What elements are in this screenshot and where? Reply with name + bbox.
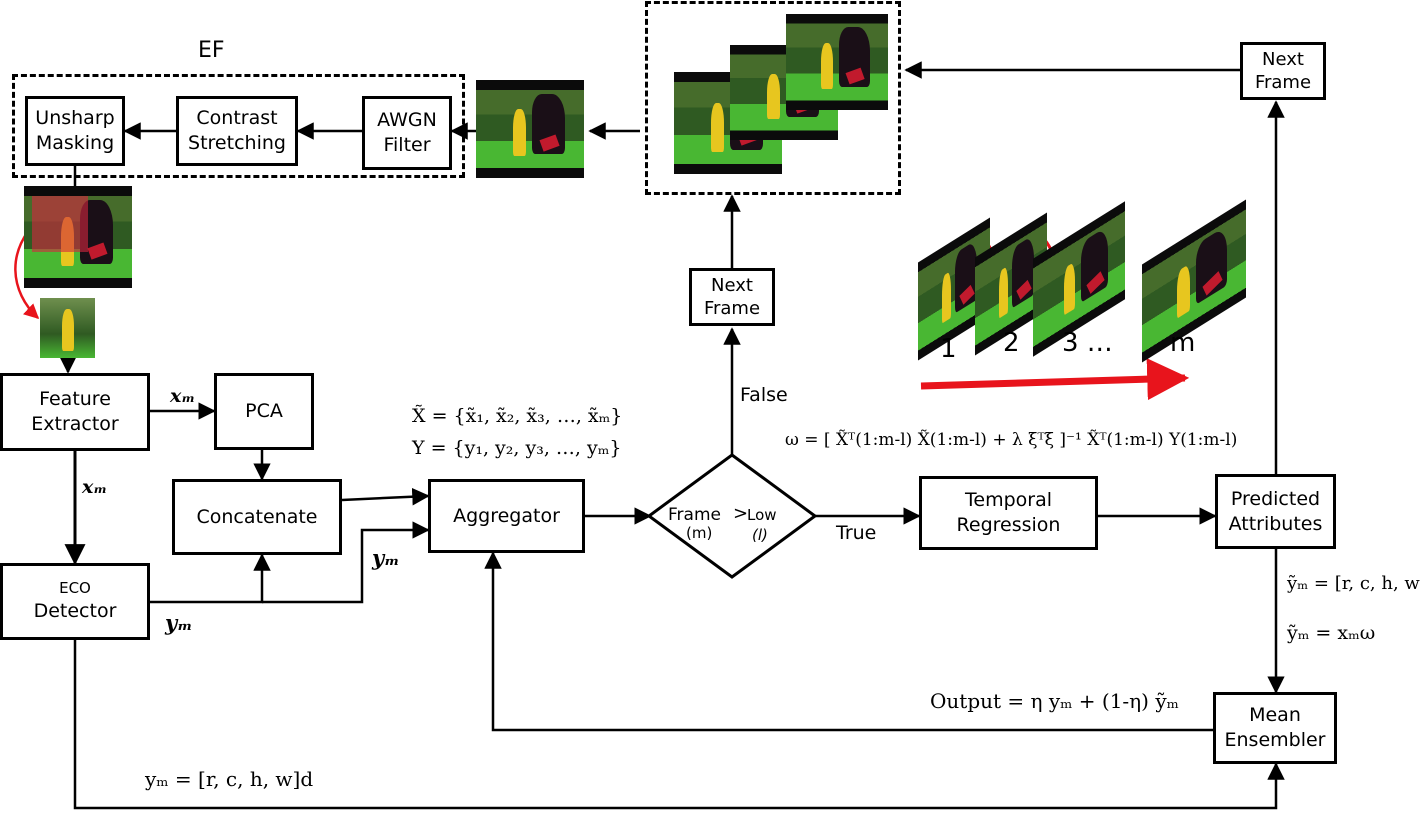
decision-frame-label: Frame [668, 505, 721, 525]
pca-box: PCA [214, 373, 314, 450]
decision-l-label: (l) [752, 526, 768, 544]
true-label: True [836, 522, 877, 544]
concatenate-box: Concatenate [172, 479, 342, 555]
false-label: False [740, 384, 788, 406]
x-set-equation: X̃ = {x̃₁, x̃₂, x̃₃, …, x̃ₘ} [412, 405, 623, 427]
arrow-eco-to-ensembler [73, 640, 1285, 810]
ef-label: EF [198, 38, 225, 63]
arrow-eco-to-concat [150, 553, 271, 604]
ym-detector-equation: yₘ = [r, c, h, w]d [145, 767, 314, 791]
ef-dashed-region [12, 74, 465, 178]
aggregator-box: Aggregator [428, 479, 585, 553]
arrow-concat-to-aggregator [341, 487, 430, 506]
input-frame-thumbnail [476, 80, 584, 178]
cropped-target-thumbnail [40, 298, 95, 358]
y-set-equation: Y = {y₁, y₂, y₃, …, yₘ} [412, 437, 622, 459]
decision-diamond [646, 453, 818, 579]
omega-equation: ω = [ X̃ᵀ(1:m-l) X̃(1:m-l) + λ ξᵀξ ]⁻¹ X… [785, 430, 1238, 450]
arrow-eco-to-aggregator [262, 521, 430, 604]
xm-pca-label: xₘ [170, 385, 196, 407]
ytilde-predicted-equation: ỹₘ = [r, c, h, w]ₚ [1287, 573, 1421, 594]
frame-number-m: m [1170, 328, 1196, 358]
ym-aggregator-label: yₘ [372, 545, 400, 570]
frame-stack-region [645, 1, 901, 195]
red-sequence-arrow [920, 358, 1190, 401]
frame-number-1: 1 [940, 334, 957, 364]
decision-gt-label: > [733, 503, 749, 524]
stack-frame-3 [786, 14, 888, 110]
output-equation: Output = η yₘ + (1-η) ỹₘ [930, 689, 1179, 713]
ytilde-omega-equation: ỹₘ = xₘω [1287, 622, 1376, 644]
ym-eco-label: yₘ [165, 610, 193, 635]
enhanced-frame-thumbnail [24, 186, 132, 288]
decision-low-label: Low [747, 506, 777, 524]
frame-number-2: 2 [1003, 328, 1020, 358]
xm-eco-label: xₘ [82, 476, 108, 498]
frame-number-3: 3 … [1062, 328, 1113, 358]
decision-m-label: (m) [686, 524, 713, 542]
arrow-ensembler-to-aggregator [484, 551, 1213, 732]
crop-region-overlay [31, 196, 88, 253]
